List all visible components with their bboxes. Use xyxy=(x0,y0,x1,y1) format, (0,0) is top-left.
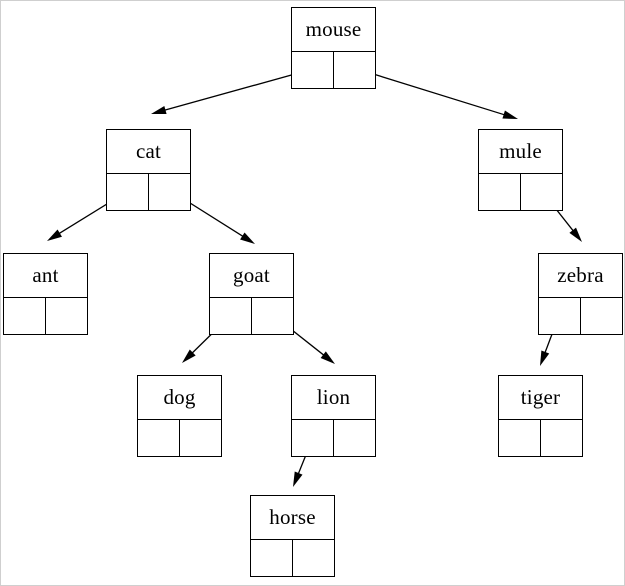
left-pointer-cell-horse[interactable] xyxy=(251,540,293,576)
node-label-tiger: tiger xyxy=(499,376,582,420)
left-pointer-cell-mule[interactable] xyxy=(479,174,521,210)
right-pointer-cell-ant[interactable] xyxy=(46,298,88,334)
left-pointer-cell-lion[interactable] xyxy=(292,420,334,456)
node-label-zebra: zebra xyxy=(539,254,622,298)
right-pointer-cell-mule[interactable] xyxy=(521,174,563,210)
tree-node-zebra[interactable]: zebra xyxy=(538,253,623,335)
edge-mouse-to-mule xyxy=(353,67,518,119)
left-pointer-cell-ant[interactable] xyxy=(4,298,46,334)
node-pointers-lion xyxy=(292,420,375,456)
node-pointers-dog xyxy=(138,420,221,456)
left-pointer-cell-mouse[interactable] xyxy=(292,52,334,88)
node-pointers-mouse xyxy=(292,52,375,88)
right-pointer-cell-dog[interactable] xyxy=(180,420,222,456)
right-pointer-cell-tiger[interactable] xyxy=(541,420,583,456)
tree-node-dog[interactable]: dog xyxy=(137,375,222,457)
node-label-lion: lion xyxy=(292,376,375,420)
tree-node-lion[interactable]: lion xyxy=(291,375,376,457)
node-label-cat: cat xyxy=(107,130,190,174)
node-label-mule: mule xyxy=(479,130,562,174)
node-pointers-tiger xyxy=(499,420,582,456)
node-label-horse: horse xyxy=(251,496,334,540)
left-pointer-cell-goat[interactable] xyxy=(210,298,252,334)
node-pointers-zebra xyxy=(539,298,622,334)
tree-node-mouse[interactable]: mouse xyxy=(291,7,376,89)
right-pointer-cell-cat[interactable] xyxy=(149,174,191,210)
node-label-ant: ant xyxy=(4,254,87,298)
left-pointer-cell-zebra[interactable] xyxy=(539,298,581,334)
tree-node-goat[interactable]: goat xyxy=(209,253,294,335)
left-pointer-cell-cat[interactable] xyxy=(107,174,149,210)
tree-node-ant[interactable]: ant xyxy=(3,253,88,335)
tree-node-horse[interactable]: horse xyxy=(250,495,335,577)
right-pointer-cell-horse[interactable] xyxy=(293,540,335,576)
node-label-mouse: mouse xyxy=(292,8,375,52)
left-pointer-cell-dog[interactable] xyxy=(138,420,180,456)
node-pointers-ant xyxy=(4,298,87,334)
tree-node-mule[interactable]: mule xyxy=(478,129,563,211)
node-pointers-cat xyxy=(107,174,190,210)
right-pointer-cell-zebra[interactable] xyxy=(581,298,623,334)
right-pointer-cell-mouse[interactable] xyxy=(334,52,376,88)
node-pointers-horse xyxy=(251,540,334,576)
edge-mouse-to-cat xyxy=(151,68,314,115)
tree-node-cat[interactable]: cat xyxy=(106,129,191,211)
node-pointers-goat xyxy=(210,298,293,334)
node-pointers-mule xyxy=(479,174,562,210)
left-pointer-cell-tiger[interactable] xyxy=(499,420,541,456)
tree-node-tiger[interactable]: tiger xyxy=(498,375,583,457)
right-pointer-cell-goat[interactable] xyxy=(252,298,294,334)
right-pointer-cell-lion[interactable] xyxy=(334,420,376,456)
node-label-goat: goat xyxy=(210,254,293,298)
node-label-dog: dog xyxy=(138,376,221,420)
